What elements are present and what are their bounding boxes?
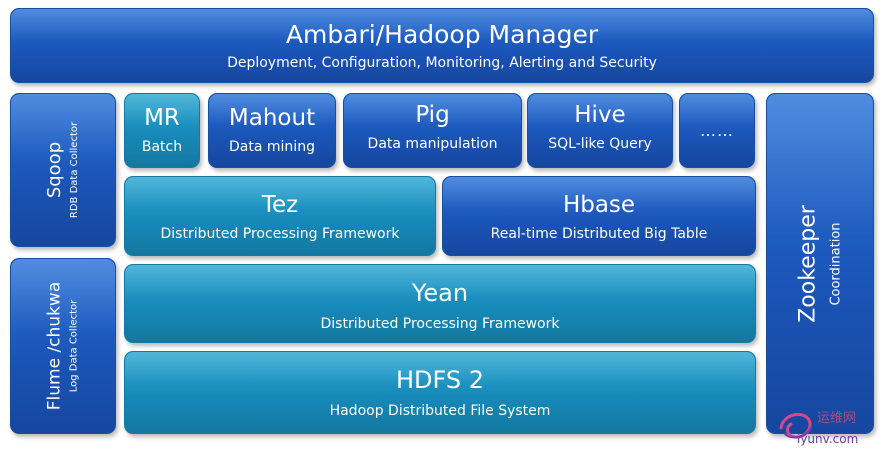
- sqoop-label-group: Sqoop RDB Data Collector: [44, 121, 80, 219]
- tez-subtitle: Distributed Processing Framework: [160, 226, 400, 242]
- mahout-subtitle: Data mining: [229, 139, 315, 155]
- zookeeper-title: Zookeeper: [795, 204, 821, 323]
- hive-title: Hive: [574, 102, 626, 128]
- mr-title: MR: [144, 105, 180, 131]
- flume-title: Flume /chukwa: [44, 281, 65, 411]
- tez-title: Tez: [261, 192, 299, 218]
- sqoop-title: Sqoop: [44, 141, 65, 199]
- hbase-title: Hbase: [562, 192, 636, 218]
- sqoop-box: Sqoop RDB Data Collector: [10, 93, 116, 247]
- hive-subtitle: SQL-like Query: [548, 136, 652, 152]
- ambari-manager-box: Ambari/Hadoop Manager Deployment, Config…: [10, 8, 874, 83]
- watermark-site: iyunv.com: [797, 432, 859, 446]
- zookeeper-subtitle: Coordination: [828, 221, 844, 306]
- watermark-swirl-icon: [779, 412, 812, 439]
- mahout-title: Mahout: [228, 105, 316, 131]
- hdfs-title: HDFS 2: [395, 366, 485, 394]
- ambari-title: Ambari/Hadoop Manager: [285, 20, 599, 49]
- mr-subtitle: Batch: [141, 139, 183, 155]
- hive-box: Hive SQL-like Query: [527, 93, 673, 168]
- mahout-box: Mahout Data mining: [208, 93, 336, 168]
- yarn-subtitle: Distributed Processing Framework: [320, 316, 560, 332]
- hdfs-subtitle: Hadoop Distributed File System: [329, 403, 551, 419]
- pig-title: Pig: [415, 102, 450, 128]
- hbase-subtitle: Real-time Distributed Big Table: [490, 226, 708, 242]
- hdfs-box: HDFS 2 Hadoop Distributed File System: [124, 351, 756, 434]
- tez-box: Tez Distributed Processing Framework: [124, 176, 436, 256]
- zookeeper-box: Zookeeper Coordination: [766, 93, 874, 434]
- sqoop-subtitle: RDB Data Collector: [69, 121, 80, 219]
- hbase-box: Hbase Real-time Distributed Big Table: [442, 176, 756, 256]
- pig-box: Pig Data manipulation: [343, 93, 522, 168]
- flume-box: Flume /chukwa Log Data Collector: [10, 258, 116, 434]
- watermark-site-cn: 运维网: [817, 411, 857, 426]
- yarn-box: Yean Distributed Processing Framework: [124, 264, 756, 343]
- yarn-title: Yean: [411, 279, 469, 307]
- ambari-subtitle: Deployment, Configuration, Monitoring, A…: [227, 55, 657, 71]
- more-title: ……: [700, 121, 734, 140]
- flume-subtitle: Log Data Collector: [68, 299, 80, 393]
- more-box: ……: [679, 93, 755, 168]
- zookeeper-label-group: Zookeeper Coordination: [795, 204, 844, 323]
- mr-box: MR Batch: [124, 93, 200, 168]
- pig-subtitle: Data manipulation: [367, 136, 498, 152]
- flume-label-group: Flume /chukwa Log Data Collector: [44, 281, 80, 411]
